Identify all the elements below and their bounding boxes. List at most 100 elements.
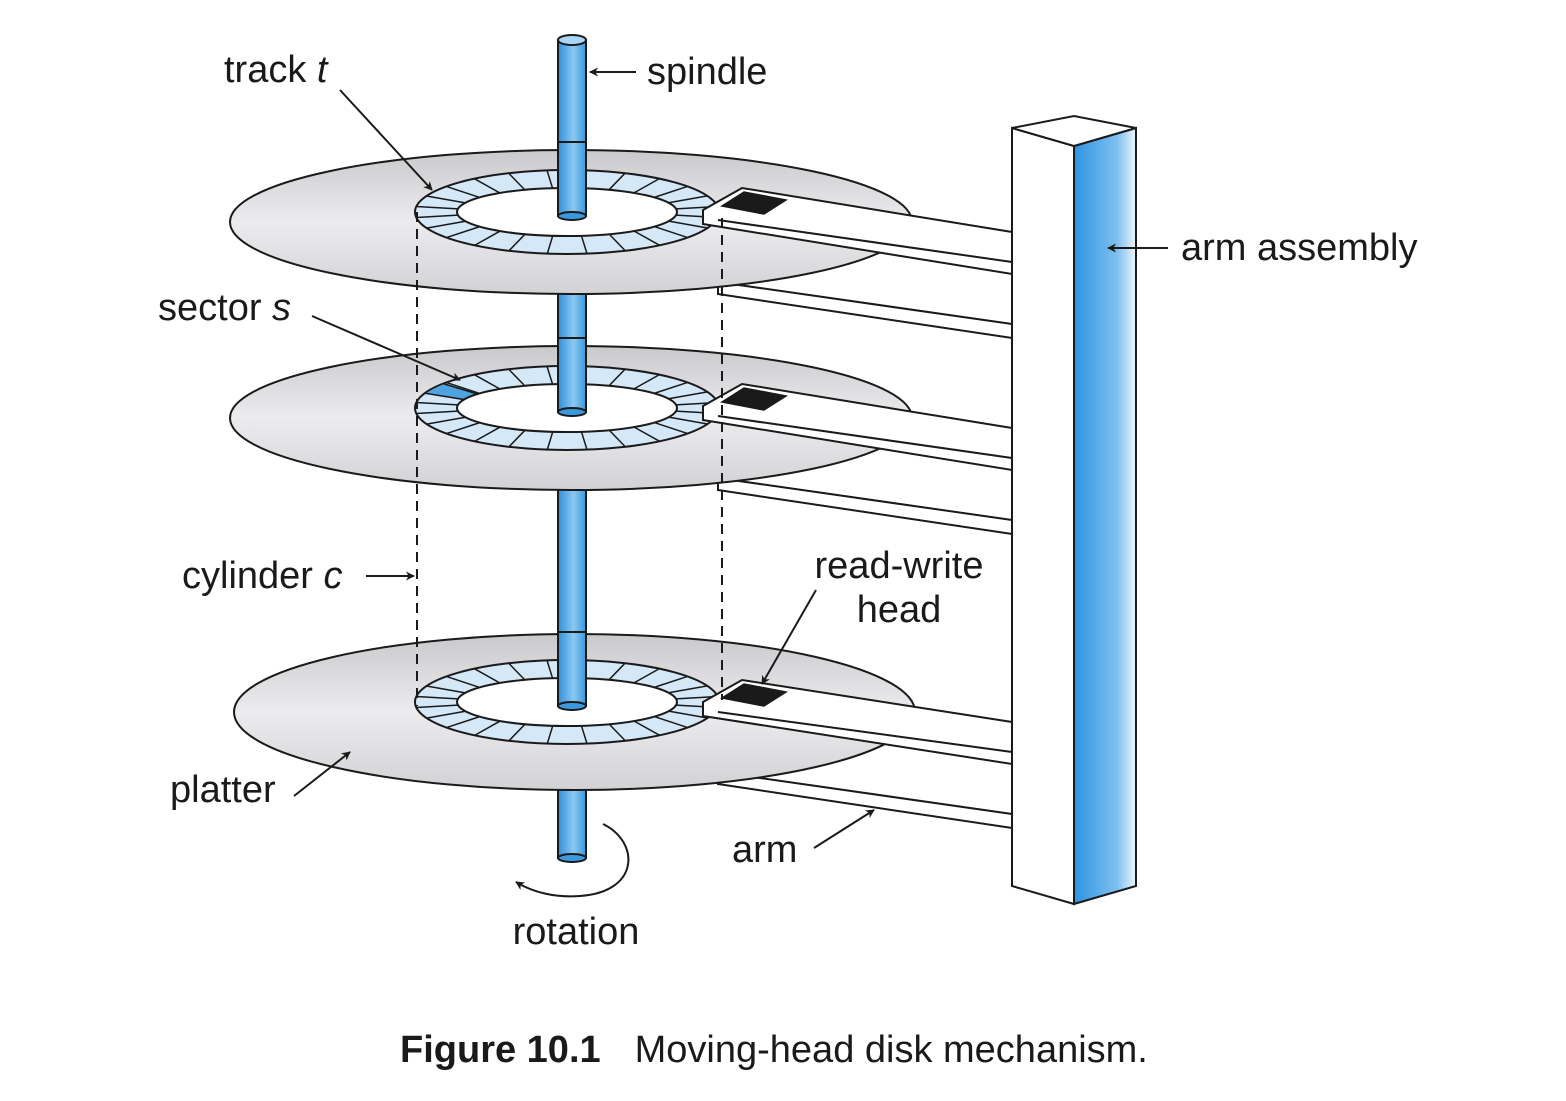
sector-divider — [416, 695, 458, 700]
sector-divider — [426, 220, 466, 229]
arm-assembly-top-face — [1011, 114, 1137, 148]
sector-divider — [546, 366, 554, 385]
caption-text: Moving-head disk mechanism. — [635, 1029, 1148, 1071]
arm-assembly-front-face — [1011, 126, 1075, 906]
sector-divider — [580, 235, 588, 254]
platter-label: platter — [170, 769, 276, 811]
sector-divider — [546, 235, 554, 254]
sector-divider — [546, 431, 554, 450]
sector-divider — [446, 675, 480, 689]
sector-divider — [546, 660, 554, 679]
sector-divider — [416, 401, 458, 406]
sector-divider — [608, 172, 626, 191]
upper-arm-edge — [717, 415, 1013, 459]
sector-divider — [426, 710, 466, 719]
sector-divider — [416, 214, 458, 219]
spindle-segment-base — [557, 407, 587, 417]
sector-divider — [426, 416, 466, 425]
sector-divider — [668, 416, 708, 425]
sector-divider — [653, 185, 688, 199]
sector-divider — [580, 725, 588, 744]
sector-divider — [446, 185, 480, 199]
sector-divider — [546, 725, 554, 744]
sector-divider — [654, 421, 688, 435]
track-label: track t — [224, 49, 329, 91]
arm-assembly-label: arm assembly — [1181, 227, 1418, 269]
read-write-label-line2: head — [857, 589, 942, 631]
sector-divider — [416, 704, 458, 709]
upper-arm-edge — [717, 219, 1013, 263]
platter-group — [229, 141, 1013, 340]
lower-arm — [717, 770, 1013, 830]
disk-assembly — [229, 141, 1013, 830]
sector-divider — [668, 195, 708, 204]
sector-divider — [473, 668, 501, 684]
sector-divider — [508, 429, 526, 448]
sector-divider — [608, 723, 626, 742]
sector-arrow — [311, 315, 461, 381]
sector-divider — [653, 675, 688, 689]
spindle-segment — [557, 631, 587, 707]
sector-divider — [426, 195, 466, 204]
rotation-label: rotation — [513, 911, 640, 953]
lower-arm — [717, 476, 1013, 536]
sector-divider — [474, 230, 501, 246]
sector-divider — [508, 723, 526, 742]
sector-divider — [546, 170, 554, 189]
sector-divider — [668, 710, 708, 719]
upper-arm-edge — [717, 711, 1013, 753]
sector-divider — [416, 410, 458, 415]
sector-divider — [508, 233, 526, 252]
sector-divider — [668, 220, 708, 229]
sector-divider — [416, 205, 458, 210]
sector-divider — [446, 381, 480, 395]
platter-group — [229, 337, 1013, 536]
sector-divider — [508, 172, 526, 191]
sector-label: sector s — [158, 287, 291, 329]
track-arrow — [339, 89, 433, 191]
sector-divider — [668, 391, 708, 400]
lower-arm — [717, 280, 1013, 340]
spindle-label: spindle — [647, 51, 767, 93]
arm-label: arm — [732, 829, 797, 871]
read-write-head — [720, 191, 788, 215]
figure-caption: Figure 10.1 Moving-head disk mechanism. — [400, 1029, 1148, 1071]
sector-divider — [608, 233, 626, 252]
pointer-arrows — [293, 67, 1168, 898]
cylinder-label: cylinder c — [182, 555, 343, 597]
sector-divider — [653, 381, 688, 395]
sector-divider — [654, 225, 688, 239]
read-write-head — [720, 387, 788, 411]
spindle-segment — [557, 337, 587, 413]
spindle-segment-base — [557, 211, 587, 221]
arm-arrow — [813, 809, 875, 849]
read-write-arrow — [761, 589, 817, 685]
sector-divider — [608, 429, 626, 448]
sector-divider — [474, 720, 501, 736]
platter-group — [233, 631, 1013, 830]
spindle-top-cap — [557, 34, 587, 46]
sector-divider — [608, 662, 626, 681]
caption-number: Figure 10.1 — [400, 1029, 601, 1071]
sector-divider — [446, 715, 481, 729]
arm-assembly-column — [1011, 114, 1137, 906]
read-write-head — [720, 683, 788, 707]
spindle-segment-base — [557, 701, 587, 711]
platter-arrow — [293, 751, 351, 797]
sector-divider — [633, 668, 660, 684]
sector-divider — [633, 426, 661, 442]
sector-divider — [668, 685, 708, 694]
sector-divider — [608, 368, 626, 387]
spindle-segment — [557, 141, 587, 217]
sector-divider — [654, 715, 688, 729]
read-write-label-line1: read-write — [815, 545, 984, 587]
sector-divider — [446, 421, 481, 435]
sector-divider — [473, 178, 501, 194]
sector-divider — [633, 230, 661, 246]
sector-divider — [508, 368, 526, 387]
sector-divider — [633, 374, 660, 390]
arm-assembly-side-face — [1073, 126, 1137, 906]
spindle-bottom-cap — [557, 853, 587, 863]
